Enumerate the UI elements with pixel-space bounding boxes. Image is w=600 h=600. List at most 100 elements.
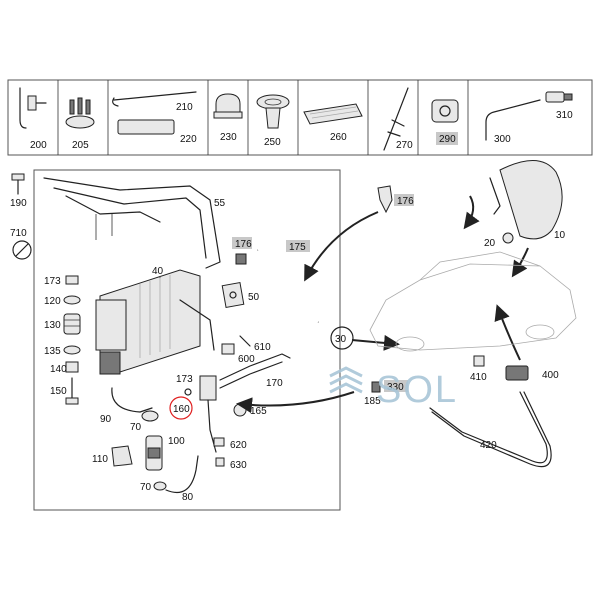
part-173-clip-b (184, 388, 192, 396)
label-400: 400 (542, 370, 559, 381)
label-30: 30 (335, 334, 347, 345)
part-140-nut (65, 361, 79, 373)
label-165: 165 (250, 406, 267, 417)
part-176-grommet-b (377, 185, 393, 214)
label-173a: 173 (44, 276, 61, 287)
arrow-tank-to-car (463, 195, 480, 230)
part-230-cap-icon (213, 93, 243, 119)
part-120-washer (63, 295, 81, 305)
arrow-30-to-car (351, 334, 400, 351)
part-210-cable-tie-icon (112, 91, 197, 107)
part-80-hose (165, 455, 199, 494)
part-165-bolt (233, 403, 247, 417)
label-50: 50 (248, 292, 260, 303)
part-70-clip-a (141, 410, 159, 422)
part-300-rod-icon (485, 99, 541, 141)
part-420-line (429, 391, 552, 468)
label-630: 630 (230, 460, 247, 471)
label-176b: 176 (397, 196, 414, 207)
label-310: 310 (556, 110, 573, 121)
part-100-filter (145, 435, 163, 471)
part-620-fitting (213, 437, 225, 447)
label-150: 150 (50, 386, 67, 397)
label-230: 230 (220, 132, 237, 143)
label-135: 135 (44, 346, 61, 357)
label-300: 300 (494, 134, 511, 145)
main-assembly-frame (33, 169, 341, 511)
arrow-400-to-car (494, 304, 521, 361)
label-130: 130 (44, 320, 61, 331)
label-620: 620 (230, 440, 247, 451)
label-220: 220 (180, 134, 197, 145)
sol-watermark-logo: SOL (329, 366, 458, 411)
label-120: 120 (44, 296, 61, 307)
car-silhouette (369, 251, 577, 352)
part-90-hose (111, 387, 153, 413)
label-210: 210 (176, 102, 193, 113)
label-205: 205 (72, 140, 89, 151)
label-90: 90 (100, 414, 112, 425)
arrow-10-to-car (511, 247, 529, 278)
label-420: 420 (480, 440, 497, 451)
part-290-bracket-icon (431, 99, 459, 123)
part-270-rod-icon (383, 87, 409, 151)
arrow-330-to-valve (236, 391, 355, 414)
label-185: 185 (364, 396, 381, 407)
part-55-bracket (43, 177, 221, 269)
label-410: 410 (470, 372, 487, 383)
label-190: 190 (10, 198, 27, 209)
label-290: 290 (439, 134, 456, 145)
label-330: 330 (387, 382, 404, 393)
label-250: 250 (264, 137, 281, 148)
label-80: 80 (182, 492, 194, 503)
part-110-bracket (111, 445, 133, 467)
part-10-air-tank (489, 160, 563, 240)
part-710-tool-icon (12, 240, 32, 260)
top-row-frame (7, 79, 593, 156)
label-270: 270 (396, 140, 413, 151)
label-176a-highlight (232, 237, 252, 249)
part-410-bolt (473, 355, 485, 367)
arrow-176-to-175 (304, 211, 379, 282)
part-130-mount (63, 313, 81, 335)
highlight-circle-160 (169, 396, 193, 420)
label-110: 110 (92, 454, 108, 465)
label-200: 200 (30, 140, 47, 151)
part-200-clip-icon (19, 87, 47, 129)
part-176-grommet-a (235, 253, 247, 265)
part-220-strip-icon (117, 119, 175, 135)
part-205-grommet-icon (65, 97, 95, 129)
label-260: 260 (330, 132, 347, 143)
part-600-bracket (221, 343, 235, 355)
label-176b-highlight (394, 194, 414, 206)
label-70b: 70 (140, 482, 152, 493)
label-600: 600 (238, 354, 255, 365)
label-40: 40 (152, 266, 164, 277)
label-176a: 176 (235, 239, 252, 250)
part-150-bolt (65, 377, 79, 405)
part-330-sensor (371, 381, 381, 393)
watermark-text: SOL (376, 369, 458, 411)
part-20-bolt (502, 232, 514, 244)
label-173b: 173 (176, 374, 193, 385)
label-140: 140 (50, 364, 67, 375)
callout-30-circle (330, 326, 354, 350)
part-135-washer (63, 345, 81, 355)
label-20: 20 (484, 238, 496, 249)
label-330-highlight (384, 380, 408, 392)
label-175-highlight (286, 240, 310, 252)
part-70-clip-b (153, 481, 167, 491)
label-55: 55 (214, 198, 226, 209)
label-710: 710 (10, 228, 27, 239)
part-170-pipe (219, 353, 291, 389)
part-610-bolt (239, 335, 251, 347)
label-170: 170 (266, 378, 283, 389)
part-250-bellows-icon (256, 94, 290, 129)
label-100: 100 (168, 436, 185, 447)
part-310-connector-icon (545, 91, 573, 103)
label-10: 10 (554, 230, 566, 241)
part-400-valve (505, 365, 529, 381)
label-290-highlight (436, 132, 458, 145)
part-175-hose (257, 246, 319, 324)
